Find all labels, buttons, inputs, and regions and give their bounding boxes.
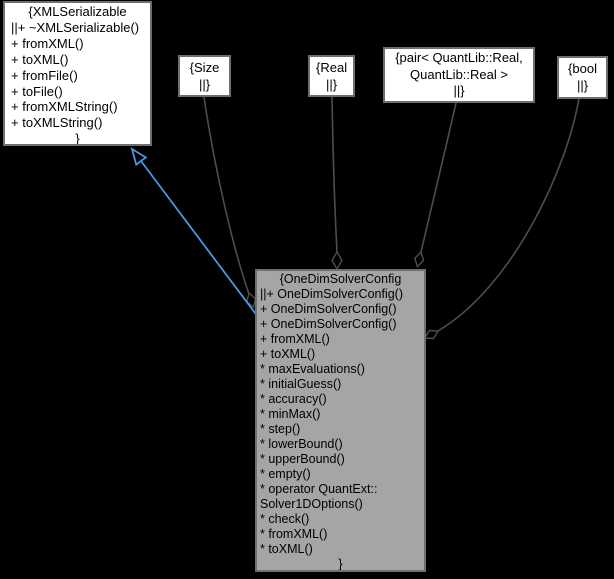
- text-line: {OneDimSolverConfig: [279, 272, 402, 286]
- text-line: * toXML(): [260, 542, 313, 556]
- text-line: }: [75, 131, 80, 146]
- text-line: + fromFile(): [11, 67, 78, 83]
- node-size: {Size ||}: [178, 55, 231, 97]
- text-line: ||+ ~XMLSerializable(): [11, 19, 140, 35]
- text-line: ||+ OneDimSolverConfig(): [260, 287, 403, 301]
- node-onedimsolverconfig-focus: {OneDimSolverConfig||+ OneDimSolverConfi…: [255, 269, 426, 572]
- text-line: ||}: [325, 77, 338, 92]
- text-line: {Real: [316, 60, 348, 75]
- aggregation-diamond-icon: [423, 329, 440, 340]
- text-line: * check(): [260, 512, 310, 526]
- text-line: QuantLib::Real >: [410, 66, 508, 82]
- text-line: Solver1DOptions(): [260, 497, 363, 511]
- text-line: ||}: [198, 77, 211, 92]
- text-line: + OneDimSolverConfig(): [260, 317, 397, 331]
- text-line: + OneDimSolverConfig(): [260, 302, 397, 316]
- text-line: + fromXML(): [11, 35, 84, 51]
- text-line: {bool: [568, 61, 597, 76]
- edge-size-aggregation: [203, 96, 250, 295]
- edge-real-aggregation: [331, 96, 338, 253]
- text-line: ||}: [576, 78, 589, 93]
- edge-bool-aggregation: [437, 97, 580, 332]
- edge-pair-aggregation: [420, 102, 457, 253]
- text-line: * empty(): [260, 467, 311, 481]
- node-bool: {bool ||}: [557, 56, 608, 99]
- text-line: * step(): [260, 422, 301, 436]
- text-line: + toFile(): [11, 83, 63, 99]
- text-line: + toXML(): [260, 347, 316, 361]
- text-line: * upperBound(): [260, 452, 345, 466]
- node-xmlserializable[interactable]: {XMLSerializable||+ ~XMLSerializable()+ …: [3, 1, 152, 146]
- text-line: {Size: [189, 60, 220, 75]
- text-line: * operator QuantExt::: [260, 482, 378, 496]
- text-line: + fromXMLString(): [11, 99, 118, 115]
- text-line: }: [338, 557, 343, 571]
- inheritance-arrow-icon: [130, 147, 148, 167]
- aggregation-diamond-icon: [414, 250, 425, 268]
- text-line: * accuracy(): [260, 392, 327, 406]
- text-line: + fromXML(): [260, 332, 330, 346]
- text-line: * lowerBound(): [260, 437, 343, 451]
- text-line: {pair< QuantLib::Real,: [395, 50, 523, 65]
- text-line: {XMLSerializable: [28, 4, 127, 19]
- text-line: ||}: [453, 83, 465, 98]
- text-line: * minMax(): [260, 407, 321, 421]
- text-line: * initialGuess(): [260, 377, 342, 391]
- edge-inheritance: [140, 160, 259, 318]
- text-line: * maxEvaluations(): [260, 362, 365, 376]
- node-real: {Real ||}: [308, 55, 355, 97]
- text-line: + toXMLString(): [11, 115, 103, 131]
- aggregation-diamond-icon: [331, 250, 343, 271]
- text-line: * fromXML(): [260, 527, 328, 541]
- text-line: + toXML(): [11, 51, 69, 67]
- node-pair-quantlib-real: {pair< QuantLib::Real,QuantLib::Real >||…: [383, 47, 535, 103]
